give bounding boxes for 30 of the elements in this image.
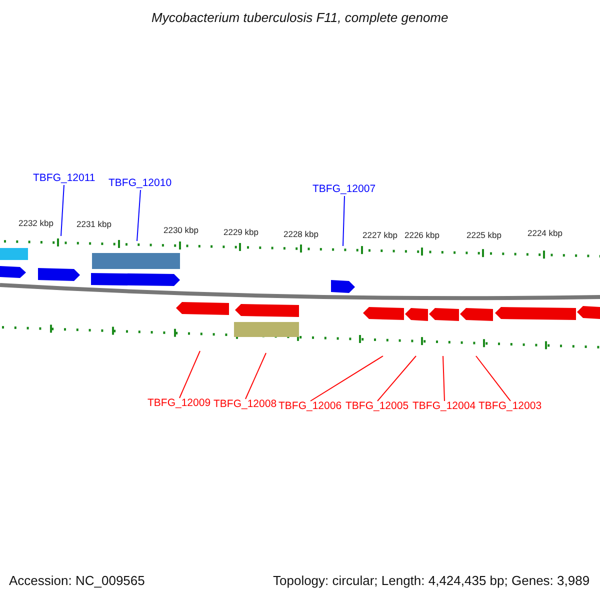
leader-line [342, 196, 345, 246]
scale-label: 2225 kbp [466, 231, 502, 240]
title: Mycobacterium tuberculosis F11, complete genome [152, 11, 448, 26]
gene-label: TBFG_12006 [278, 401, 342, 413]
gene-label: TBFG_12010 [108, 178, 172, 190]
gene-label: TBFG_12008 [214, 399, 277, 411]
scale-label: 2230 kbp [164, 226, 198, 236]
scale-label: 2226 kbp [404, 231, 440, 240]
scale-label: 2228 kbp [284, 230, 318, 240]
leader-line [179, 350, 200, 398]
leader-line [442, 356, 445, 402]
genome-info-text: Topology: circular; Length: 4,424,435 bp; Genes: 3,989 [273, 574, 590, 588]
leader-line [136, 190, 141, 242]
gene-label: TBFG_12007 [312, 184, 376, 196]
scale-label: 2229 kbp [224, 228, 258, 238]
leader-line [377, 356, 416, 402]
scale-label: 2227 kbp [362, 231, 398, 240]
leader-line [60, 184, 64, 236]
scale-label: 2232 kbp [18, 219, 54, 228]
scale-label: 2231 kbp [76, 220, 112, 230]
leader-line [245, 352, 266, 400]
gene-label: TBFG_12009 [148, 398, 211, 410]
gene-label: TBFG_12004 [412, 401, 476, 413]
accession-text: Accession: NC_009565 [9, 574, 145, 588]
gene-label: TBFG_12011 [33, 173, 96, 185]
leader-line [476, 356, 511, 402]
gene-label: TBFG_12005 [346, 401, 409, 413]
gene-label: TBFG_12003 [478, 401, 542, 413]
scale-label: 2224 kbp [528, 229, 562, 238]
leader-line [310, 356, 384, 402]
